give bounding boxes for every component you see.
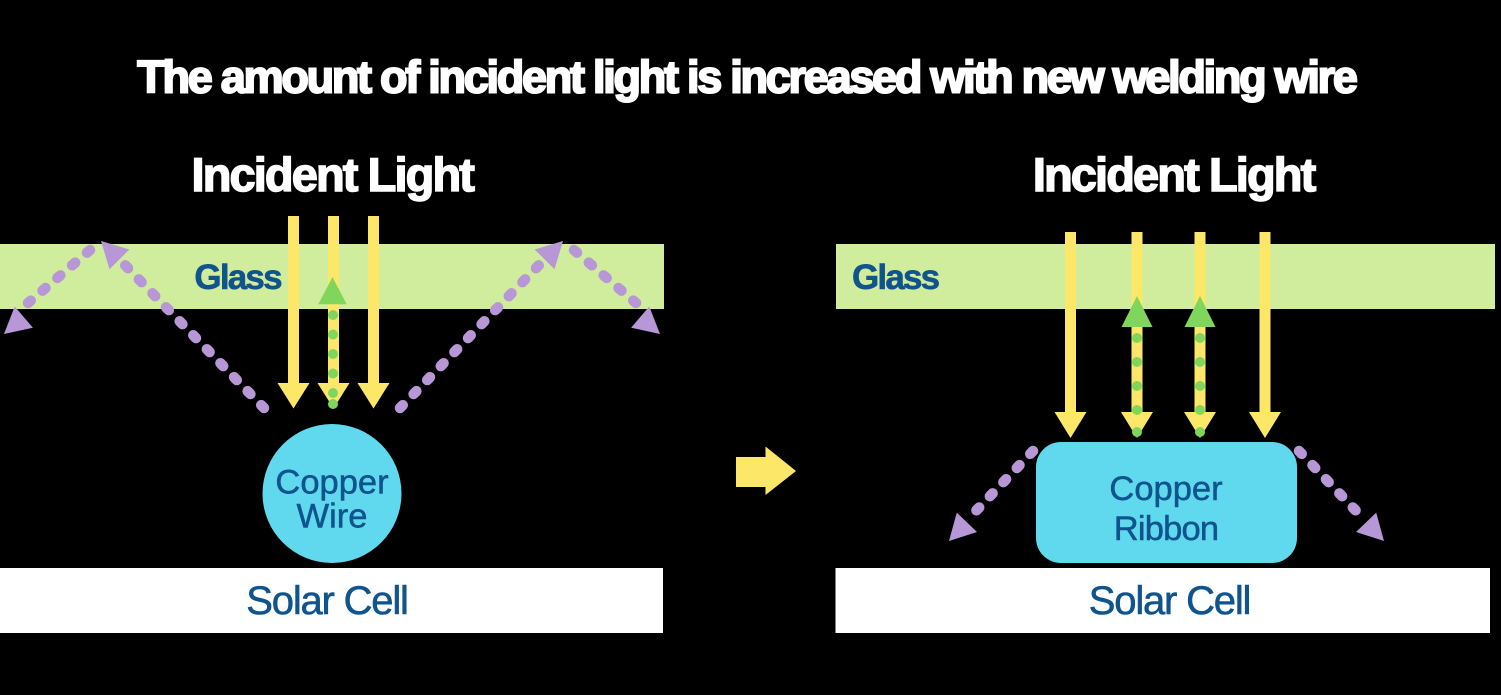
svg-text:Glass: Glass [194,258,282,297]
svg-text:Solar Cell: Solar Cell [1089,579,1250,623]
svg-text:Ribbon: Ribbon [1114,510,1219,548]
svg-text:The amount of incident light i: The amount of incident light is increase… [137,52,1357,103]
svg-text:Wire: Wire [297,498,368,536]
svg-text:Incident Light: Incident Light [192,148,476,201]
svg-text:Solar Cell: Solar Cell [246,579,407,623]
svg-text:Copper: Copper [275,464,388,502]
svg-text:Incident Light: Incident Light [1033,148,1317,201]
svg-text:Glass: Glass [852,258,940,297]
svg-text:Copper: Copper [1109,470,1222,508]
